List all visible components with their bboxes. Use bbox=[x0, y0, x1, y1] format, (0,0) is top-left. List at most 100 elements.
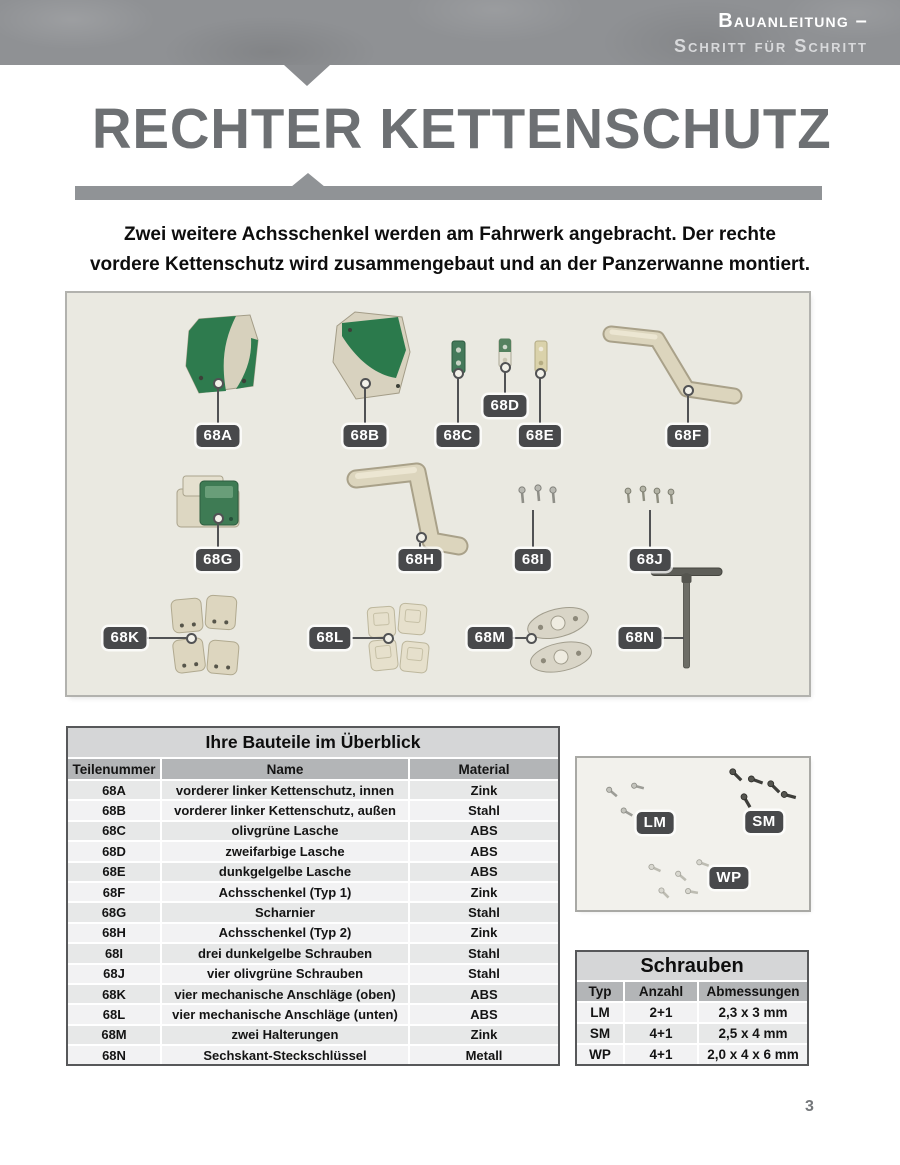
connector-dot-68F bbox=[682, 384, 694, 396]
parts-table-cell-6-2: Stahl bbox=[410, 903, 558, 922]
parts-table-cell-1-1: vorderer linker Kettenschutz, außen bbox=[162, 801, 408, 820]
part-label-68D: 68D bbox=[483, 395, 527, 417]
screws-table-header-2: Abmessungen bbox=[699, 982, 807, 1001]
parts-table-cell-3-1: zweifarbige Lasche bbox=[162, 842, 408, 861]
parts-table-cell-9-0: 68J bbox=[68, 964, 160, 983]
part-68L-shape bbox=[366, 602, 430, 674]
part-label-LM: LM bbox=[636, 812, 674, 834]
screws-table-cell-2-1: 4+1 bbox=[625, 1045, 697, 1064]
connector-dot-68B bbox=[359, 377, 371, 389]
connector-dot-68G bbox=[212, 512, 224, 524]
screws-SM-shape bbox=[729, 768, 797, 808]
connector-line-68J bbox=[648, 510, 652, 547]
parts-table-cell-13-2: Metall bbox=[410, 1046, 558, 1065]
parts-table-cell-2-1: olivgrüne Lasche bbox=[162, 821, 408, 841]
part-68H-shape bbox=[346, 462, 469, 556]
connector-dot-68H bbox=[415, 531, 427, 543]
parts-table-cell-7-2: Zink bbox=[410, 923, 558, 943]
parts-table-cell-7-0: 68H bbox=[68, 923, 160, 943]
header-banner: Bauanleitung – Schritt für Schritt bbox=[0, 0, 900, 65]
parts-table-cell-12-2: Zink bbox=[410, 1025, 558, 1045]
screws-table-cell-1-1: 4+1 bbox=[625, 1024, 697, 1043]
parts-table-title: Ihre Bauteile im Überblick bbox=[68, 728, 558, 757]
parts-table-cell-12-0: 68M bbox=[68, 1025, 160, 1045]
connector-line-68C bbox=[456, 378, 460, 423]
part-68J-shape bbox=[624, 485, 675, 505]
screws-WP-shape bbox=[648, 859, 710, 899]
parts-table-cell-2-2: ABS bbox=[410, 821, 558, 841]
parts-table-cell-11-1: vier mechanische Anschläge (unten) bbox=[162, 1005, 408, 1024]
part-label-68H: 68H bbox=[398, 549, 442, 571]
part-68I-shape bbox=[518, 484, 557, 504]
parts-table-cell-13-1: Sechskant-Steckschlüssel bbox=[162, 1046, 408, 1065]
connector-line-68D bbox=[503, 372, 507, 393]
divider-notch bbox=[291, 173, 325, 187]
screws-LM-shape bbox=[606, 782, 645, 817]
parts-table-cell-0-2: Zink bbox=[410, 781, 558, 800]
part-label-68N: 68N bbox=[618, 627, 662, 649]
connector-dot-68L bbox=[382, 632, 394, 644]
connector-dot-68A bbox=[212, 377, 224, 389]
screws-table-header-1: Anzahl bbox=[625, 982, 697, 1001]
part-label-68G: 68G bbox=[196, 549, 240, 571]
connector-line-68A bbox=[216, 388, 220, 423]
part-label-68C: 68C bbox=[436, 425, 480, 447]
parts-table-cell-4-1: dunkgelgelbe Lasche bbox=[162, 862, 408, 881]
part-label-68E: 68E bbox=[518, 425, 562, 447]
parts-table-cell-8-1: drei dunkelgelbe Schrauben bbox=[162, 944, 408, 963]
screws-table-cell-1-2: 2,5 x 4 mm bbox=[699, 1024, 807, 1043]
screws-photo bbox=[606, 768, 797, 899]
parts-table-cell-5-0: 68F bbox=[68, 882, 160, 902]
part-label-68L: 68L bbox=[309, 627, 351, 649]
parts-table-cell-3-0: 68D bbox=[68, 842, 160, 861]
connector-line-68G bbox=[216, 524, 220, 547]
parts-table-cell-10-1: vier mechanische Anschläge (oben) bbox=[162, 984, 408, 1004]
connector-line-68N bbox=[662, 636, 684, 640]
screws-table-cell-0-0: LM bbox=[577, 1003, 623, 1022]
part-68K-shape bbox=[170, 594, 240, 676]
page-title: RECHTER KETTENSCHUTZ bbox=[92, 97, 832, 161]
parts-table-cell-5-1: Achsschenkel (Typ 1) bbox=[162, 882, 408, 902]
part-label-68I: 68I bbox=[514, 549, 552, 571]
screws-table-cell-2-2: 2,0 x 4 x 6 mm bbox=[699, 1045, 807, 1064]
part-68F-shape bbox=[602, 325, 743, 405]
connector-line-68B bbox=[363, 388, 367, 423]
parts-table-cell-6-1: Scharnier bbox=[162, 903, 408, 922]
connector-dot-68E bbox=[534, 367, 546, 379]
intro-line-1: Zwei weitere Achsschenkel werden am Fahr… bbox=[124, 224, 776, 245]
banner-title: Bauanleitung – bbox=[718, 10, 868, 32]
parts-table-cell-2-0: 68C bbox=[68, 821, 160, 841]
connector-dot-68D bbox=[499, 361, 511, 373]
banner-subtitle: Schritt für Schritt bbox=[673, 36, 868, 56]
parts-table-cell-10-0: 68K bbox=[68, 984, 160, 1004]
parts-table-header-1: Name bbox=[162, 759, 408, 779]
screws-table-cell-0-2: 2,3 x 3 mm bbox=[699, 1003, 807, 1022]
parts-table-cell-5-2: Zink bbox=[410, 882, 558, 902]
parts-table-header-0: Teilenummer bbox=[68, 759, 160, 779]
parts-table-header-2: Material bbox=[410, 759, 558, 779]
part-label-68K: 68K bbox=[103, 627, 147, 649]
page-number: 3 bbox=[805, 1098, 814, 1115]
parts-table-cell-12-1: zwei Halterungen bbox=[162, 1025, 408, 1045]
part-label-68J: 68J bbox=[629, 549, 671, 571]
parts-table-cell-11-2: ABS bbox=[410, 1005, 558, 1024]
parts-table-cell-1-2: Stahl bbox=[410, 801, 558, 820]
screws-table-cell-2-0: WP bbox=[577, 1045, 623, 1064]
screws-table-header-0: Typ bbox=[577, 982, 623, 1001]
parts-table-cell-0-1: vorderer linker Kettenschutz, innen bbox=[162, 781, 408, 800]
connector-line-68M bbox=[512, 636, 527, 640]
part-68G-shape bbox=[176, 475, 240, 528]
screws-table-cell-0-1: 2+1 bbox=[625, 1003, 697, 1022]
part-68B-shape bbox=[332, 311, 411, 400]
parts-table-cell-4-0: 68E bbox=[68, 862, 160, 881]
parts-table-cell-11-0: 68L bbox=[68, 1005, 160, 1024]
banner-notch bbox=[284, 65, 330, 86]
parts-table-cell-9-2: Stahl bbox=[410, 964, 558, 983]
parts-table-cell-0-0: 68A bbox=[68, 781, 160, 800]
parts-photo bbox=[170, 311, 743, 676]
part-label-68M: 68M bbox=[467, 627, 513, 649]
